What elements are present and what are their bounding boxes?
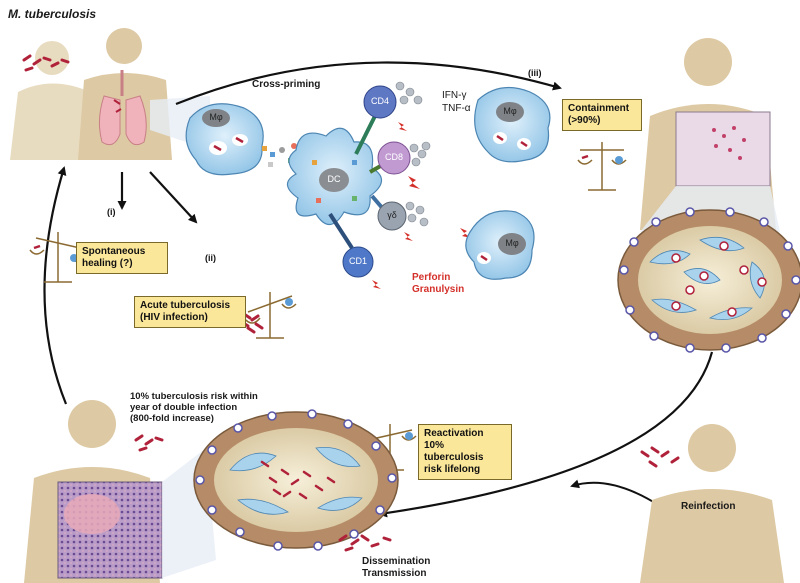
cd1-t-cell <box>342 246 374 278</box>
arrow-containment <box>175 61 562 106</box>
label-tnf-alpha: TNF-α <box>442 103 471 114</box>
pathway-label-iii: (iii) <box>528 68 542 78</box>
label-macrophage-3: Mφ <box>505 238 519 248</box>
macrophage-lysed <box>465 210 535 280</box>
label-cytokines: IFN-γ TNF-α <box>442 89 471 115</box>
label-cd8: CD8 <box>384 152 403 162</box>
bacteria-cluster-top-left <box>22 54 70 72</box>
bacteria-dissemination <box>338 534 392 552</box>
diagram-title: M. tuberculosis <box>8 7 97 21</box>
lungs-illustration <box>98 70 147 146</box>
label-perforin-granulysin: Perforin Granulysin <box>412 272 464 295</box>
gamma-delta-t-cell <box>377 201 407 231</box>
balance-scale-containment <box>577 142 627 191</box>
label-risk-note: 10% tuberculosis risk within year of dou… <box>130 391 258 425</box>
label-macrophage-1: Mφ <box>209 112 223 122</box>
label-cd1: CD1 <box>348 256 367 266</box>
person-reinfection <box>640 424 784 583</box>
box-spontaneous-line1: Spontaneous <box>82 246 146 257</box>
label-cross-priming: Cross-priming <box>252 79 321 90</box>
balance-scale-acute <box>243 292 297 339</box>
cytotoxic-lightning <box>372 122 471 289</box>
label-dissemination: Dissemination Transmission <box>362 556 430 579</box>
box-containment-line1: Containment <box>568 103 630 114</box>
box-acute-line1: Acute tuberculosis <box>140 300 231 311</box>
label-dendritic-cell: DC <box>327 174 341 184</box>
granuloma-contained <box>617 207 800 353</box>
box-reactivation: Reactivation 10% tuberculosis risk lifel… <box>418 424 512 480</box>
box-containment: Containment (>90%) <box>562 99 642 131</box>
box-reactivation-line3: risk lifelong <box>424 464 481 475</box>
arrow-reinfection <box>570 479 661 507</box>
label-perforin: Perforin <box>412 272 451 283</box>
label-risk-line2: year of double infection <box>130 401 238 413</box>
box-spontaneous-line2: healing (?) <box>82 258 133 269</box>
arrow-reactivation <box>378 351 714 518</box>
label-risk-line3: (800-fold increase) <box>130 412 214 424</box>
label-cd4: CD4 <box>370 96 389 106</box>
box-spontaneous-healing: Spontaneous healing (?) <box>76 242 168 274</box>
histology-necrosis <box>64 494 120 534</box>
bacteria-exhaled-left <box>134 434 164 452</box>
cd8-t-cell <box>377 141 411 175</box>
box-acute-line2: (HIV infection) <box>140 312 208 323</box>
label-reinfection: Reinfection <box>681 501 736 512</box>
label-dissemination-line2: Transmission <box>362 567 427 579</box>
histology-stain-contained <box>712 126 746 160</box>
person-infected-front <box>78 28 172 160</box>
box-reactivation-line1: Reactivation <box>424 428 484 439</box>
box-acute-tuberculosis: Acute tuberculosis (HIV infection) <box>134 296 246 328</box>
label-gamma-delta: γδ <box>387 210 397 220</box>
bacteria-inhaled <box>640 446 680 468</box>
label-macrophage-2: Mφ <box>503 106 517 116</box>
macrophage-infected <box>185 103 264 176</box>
pathway-label-ii: (ii) <box>205 253 216 263</box>
box-containment-line2: (>90%) <box>568 115 601 126</box>
label-dissemination-line1: Dissemination <box>362 556 431 567</box>
arrow-acute-tuberculosis <box>149 171 198 224</box>
histology-active <box>57 481 163 579</box>
person-infected-back <box>10 41 96 160</box>
label-risk-line1: 10% tuberculosis risk within <box>130 391 258 402</box>
macrophage-contained <box>474 86 551 163</box>
arrow-reinfection-loop <box>43 166 68 405</box>
pathway-label-i: (i) <box>107 207 116 217</box>
granuloma-active <box>193 409 399 551</box>
cytokine-dots <box>395 81 431 227</box>
box-reactivation-line2: 10% tuberculosis <box>424 440 484 463</box>
histology-contained <box>675 111 771 187</box>
cd4-t-cell <box>363 85 397 119</box>
label-ifn-gamma: IFN-γ <box>442 90 467 101</box>
label-granulysin: Granulysin <box>412 283 465 295</box>
